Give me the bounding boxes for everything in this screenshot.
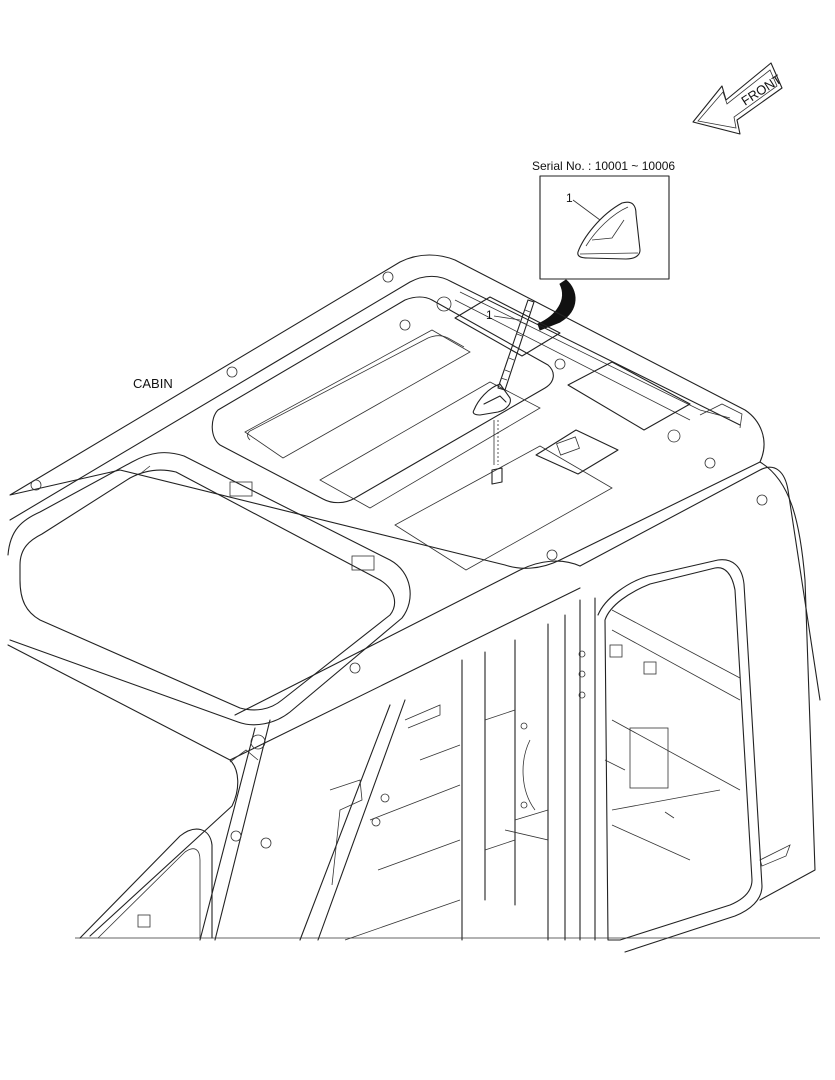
cabin-roof bbox=[9, 254, 768, 674]
inset-part-number: 1 bbox=[566, 191, 573, 205]
whip-antenna bbox=[472, 299, 535, 485]
inset-leader-line bbox=[572, 199, 601, 221]
cabin-label: CABIN bbox=[133, 376, 173, 391]
inset-pointer bbox=[537, 279, 576, 331]
cabin-body bbox=[7, 461, 821, 953]
front-arrow: FRONT bbox=[692, 62, 784, 135]
antenna-part-number: 1 bbox=[486, 308, 493, 322]
shark-fin-antenna bbox=[577, 201, 641, 260]
antenna-leader-line bbox=[493, 315, 521, 321]
inset-box: 1 bbox=[539, 175, 670, 280]
serial-note: Serial No. : 10001 ~ 10006 bbox=[532, 159, 675, 173]
windshield bbox=[7, 452, 411, 726]
